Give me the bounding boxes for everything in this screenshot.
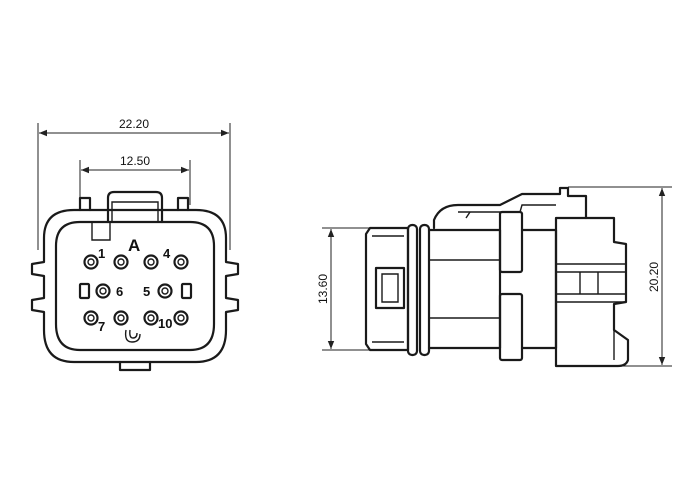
- pin-label-7: 7: [98, 319, 105, 334]
- pin-row-1: [83, 254, 189, 270]
- rear-cap: [554, 216, 630, 368]
- pin-label-5: 5: [143, 284, 150, 299]
- seal-rings: [406, 223, 431, 357]
- body-height-dimension: 13.60: [316, 227, 370, 351]
- pin-row-3: [83, 310, 189, 326]
- body-height-label: 13.60: [316, 274, 330, 304]
- overall-width-label: 22.20: [119, 117, 149, 131]
- main-body: [427, 228, 502, 350]
- key-label: A: [128, 236, 140, 255]
- mating-face: [364, 226, 410, 352]
- housing-outer: [30, 208, 240, 364]
- lock-collar: [498, 210, 524, 362]
- front-view: 22.20 12.50: [30, 117, 240, 372]
- rear-body: [520, 228, 558, 350]
- latch-width-label: 12.50: [120, 154, 150, 168]
- top-latch: [78, 190, 190, 224]
- overall-width-dimension: 22.20: [37, 117, 231, 250]
- latch-width-dimension: 12.50: [79, 154, 191, 205]
- overall-height-dimension: 20.20: [560, 186, 672, 367]
- manufacturer-logo-icon: [124, 329, 141, 343]
- latch-arm: [432, 186, 588, 230]
- pin-label-1: 1: [98, 246, 105, 261]
- housing-inner: [54, 220, 216, 352]
- overall-height-label: 20.20: [647, 262, 661, 292]
- pin-label-4: 4: [163, 246, 171, 261]
- side-view: 13.60 20.20: [316, 186, 672, 368]
- pin-label-6: 6: [116, 284, 123, 299]
- pin-row-2: [78, 282, 193, 300]
- pin-label-10: 10: [158, 316, 172, 331]
